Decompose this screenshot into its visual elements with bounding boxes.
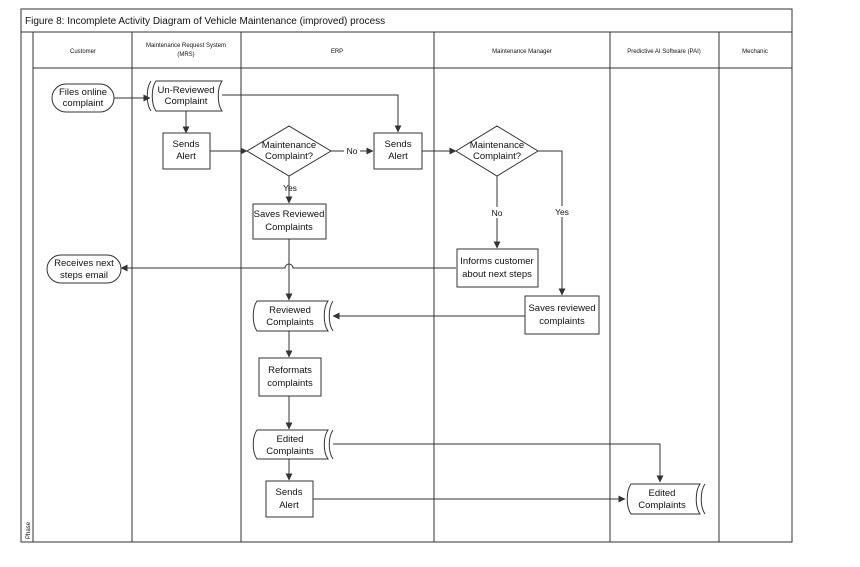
node-reformats-complaints: Reformats complaints: [258, 357, 322, 397]
process-shape: [162, 132, 211, 170]
node-text-line1: Edited: [649, 488, 676, 499]
node-pai-edited-complaints: Edited Complaints: [626, 483, 706, 515]
node-text-line1: Maintenance: [262, 140, 316, 151]
process-shape: [258, 357, 322, 397]
process-shape: [524, 295, 600, 335]
node-text-line2: Complaints: [266, 446, 314, 457]
node-informs-customer: Informs customer about next steps: [456, 248, 539, 288]
node-text-line1: Edited: [277, 434, 304, 445]
node-text-line1: Maintenance: [470, 140, 524, 151]
label-bg: [344, 145, 360, 156]
edge-label-erp-no: No: [347, 146, 358, 156]
edge-label-mm-yes: Yes: [555, 207, 569, 217]
node-text-line1: Reviewed: [269, 305, 311, 316]
node-text-line1: Informs customer: [460, 256, 533, 267]
stored-data-edge: [146, 80, 152, 112]
diagram-title: Figure 8: Incomplete Activity Diagram of…: [25, 16, 385, 27]
node-erp-decision: Maintenance Complaint?: [246, 125, 332, 177]
node-text-line2: Complaint: [165, 96, 208, 107]
lane-header-pai: Predictive AI Software (PAI): [627, 49, 701, 55]
node-receives-next-steps-email: Receives next steps email: [46, 254, 122, 284]
node-text-line1: Sends: [173, 139, 200, 150]
node-text-line2: Complaints: [266, 317, 314, 328]
lane-header-mrs-abbrev: (MRS): [177, 52, 194, 58]
node-text-line2: complaint: [63, 98, 104, 109]
stored-data-shape: [252, 429, 329, 460]
node-text-line2: complaints: [539, 316, 585, 327]
edge-label-mm-no: No: [492, 208, 503, 218]
node-mm-decision: Maintenance Complaint?: [455, 125, 539, 177]
stored-data-shape: [252, 300, 329, 332]
node-mrs-sends-alert: Sends Alert: [162, 132, 211, 170]
node-text-line2: Complaint?: [265, 151, 313, 162]
terminal-shape: [51, 83, 115, 113]
diagram-frame: [20, 31, 793, 543]
node-final-sends-alert: Sends Alert: [265, 480, 314, 518]
node-text-line2: Alert: [279, 500, 299, 511]
node-files-online-complaint: Files online complaint: [51, 83, 115, 113]
edge-unreviewed-to-erp-alert: [222, 94, 402, 133]
stored-data-edge: [700, 483, 706, 515]
node-text-line2: steps email: [60, 270, 108, 281]
edge-edited-to-pai: [333, 443, 664, 483]
process-shape: [252, 203, 327, 240]
stored-data-shape: [151, 80, 223, 112]
node-mm-saves-reviewed: Saves reviewed complaints: [524, 295, 600, 335]
stored-data-shape: [626, 483, 701, 515]
process-shape: [373, 132, 423, 170]
stored-data-edge: [328, 429, 334, 460]
node-text-line2: about next steps: [462, 269, 532, 280]
node-text-line1: Sends: [276, 487, 303, 498]
label-bg: [489, 207, 505, 218]
node-text-line1: Sends: [385, 139, 412, 150]
node-text-line2: Alert: [176, 151, 196, 162]
node-text-line2: Alert: [388, 151, 408, 162]
node-text-line1: Saves reviewed: [528, 303, 595, 314]
process-shape: [456, 248, 539, 288]
lane-header-customer: Customer: [70, 49, 96, 55]
node-text-line2: Complaint?: [473, 151, 521, 162]
terminal-shape: [46, 254, 122, 284]
lane-header-erp: ERP: [331, 49, 343, 55]
decision-shape: [246, 125, 332, 177]
lane-header-mechanic: Mechanic: [742, 49, 768, 55]
node-text-line2: complaints: [267, 378, 313, 389]
node-saves-reviewed-complaints: Saves Reviewed Complaints: [252, 203, 327, 240]
node-text-line1: Saves Reviewed: [254, 209, 325, 220]
lane-header-maintenance-manager: Maintenance Manager: [492, 49, 552, 55]
node-text-line2: Complaints: [265, 222, 313, 233]
lane-header-mrs: Maintenance Request System: [146, 43, 226, 49]
decision-shape: [455, 125, 539, 177]
node-reviewed-complaints: Reviewed Complaints: [252, 300, 334, 332]
node-edited-complaints: Edited Complaints: [252, 429, 334, 460]
node-text-line1: Receives next: [54, 258, 114, 269]
node-unreviewed-complaint: Un-Reviewed Complaint: [146, 80, 223, 112]
node-text-line1: Reformats: [268, 365, 312, 376]
stored-data-edge: [328, 300, 334, 332]
edge-mm-decision-yes: [538, 150, 566, 296]
edge-label-erp-yes: Yes: [283, 183, 297, 193]
process-shape: [265, 480, 314, 518]
label-bg: [552, 206, 572, 217]
node-text-line1: Un-Reviewed: [157, 85, 214, 96]
phase-label: Phase: [26, 521, 32, 539]
node-text-line2: Complaints: [638, 500, 686, 511]
node-erp-sends-alert: Sends Alert: [373, 132, 423, 170]
node-text-line1: Files online: [59, 87, 107, 98]
